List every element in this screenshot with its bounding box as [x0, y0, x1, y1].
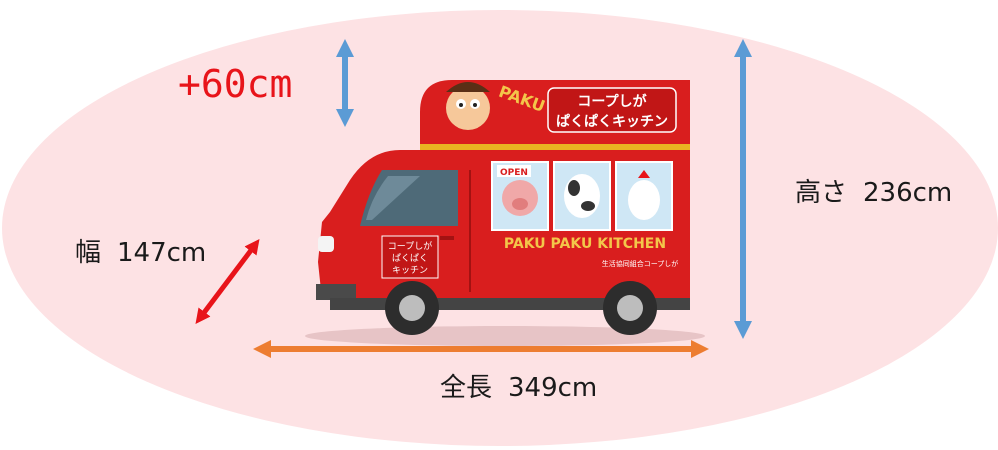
door-logo-line3: キッチン	[392, 265, 428, 276]
roof-sign-line2: ぱくぱくキッチン	[556, 113, 668, 130]
mascot-character	[446, 86, 490, 130]
company-text: 生活協同組合コープしが	[602, 259, 679, 268]
width-arrow	[195, 239, 260, 324]
extra-height-label: +60cm	[178, 62, 293, 106]
height-label-value: 236cm	[863, 178, 953, 208]
length-label-name: 全長	[440, 373, 493, 403]
roof-sign-line1: コープしが	[577, 93, 647, 110]
door-logo-line1: コープしが	[388, 240, 432, 252]
width-label: 幅 147cm	[75, 232, 206, 269]
height-label: 高さ 236cm	[795, 172, 952, 209]
truck-banner-text: PAKU PAKU KITCHEN	[504, 236, 666, 252]
length-label-value: 349cm	[508, 373, 598, 403]
roof-sign-plate	[547, 87, 677, 133]
door-logo-line2: ぱくぱく	[392, 253, 428, 264]
open-sign-text: OPEN	[500, 168, 528, 178]
door-logo	[381, 235, 439, 279]
open-sign	[497, 165, 531, 177]
width-label-name: 幅	[75, 238, 102, 268]
length-label: 全長 349cm	[440, 367, 597, 404]
food-truck: OPEN PAKU PAKU KITCHEN 生活協同組合コープしが コープしが…	[305, 80, 705, 346]
height-label-name: 高さ	[795, 178, 848, 208]
width-label-value: 147cm	[117, 238, 207, 268]
